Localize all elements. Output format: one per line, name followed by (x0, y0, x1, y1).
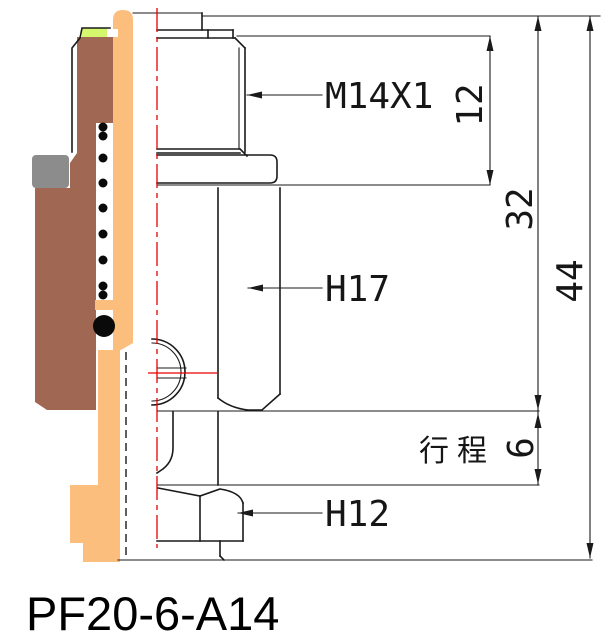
coil-cross-section (32, 10, 133, 562)
body-bottom-transition (216, 392, 282, 411)
fitting-outline (117, 12, 601, 562)
bobbin-flange (70, 485, 98, 543)
spring-dots (98, 122, 108, 300)
housing-outline (71, 27, 111, 153)
dim-text-6: 6 (501, 437, 542, 459)
part-number-title: PF20-6-A14 (26, 587, 279, 640)
dimensions: 12 32 6 行程 44 M14X1 H17 H12 (237, 15, 594, 559)
dim-text-32: 32 (500, 187, 541, 230)
connector-block (32, 155, 69, 188)
bobbin-column (98, 350, 120, 562)
dim-text-44: 44 (550, 259, 591, 302)
ball-outer (151, 338, 186, 406)
bobbin-pin (113, 10, 133, 350)
bobbin-bridge (95, 300, 115, 310)
plunger-ball-section (93, 315, 115, 337)
hex-body-label: H17 (325, 269, 390, 310)
ball-inner (151, 342, 182, 402)
coil-body (35, 37, 113, 410)
bobbin-foot (83, 543, 98, 562)
seal-strip (82, 28, 107, 37)
hex-nut (157, 487, 244, 504)
notch (107, 29, 118, 37)
dim-text-12: 12 (450, 83, 491, 126)
stroke-label: 行程 (419, 434, 495, 469)
centerlines (148, 8, 218, 548)
hex-nut-label: H12 (325, 494, 390, 535)
hex-flange (156, 154, 278, 184)
thread-spec-label: M14X1 (325, 76, 433, 117)
